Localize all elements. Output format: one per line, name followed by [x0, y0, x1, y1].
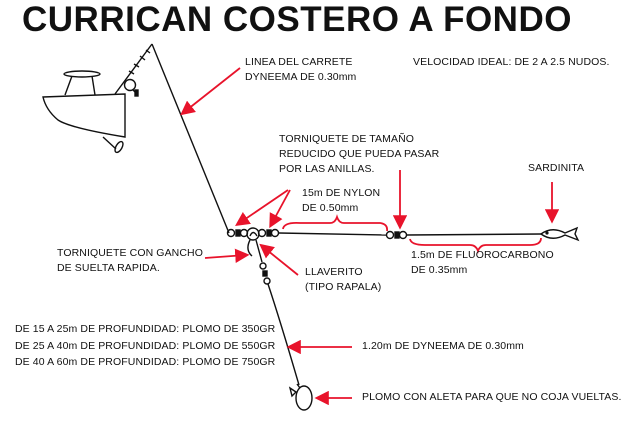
- annotation-arrows: [180, 67, 560, 406]
- page-title: CURRICAN COSTERO A FONDO: [22, 0, 572, 39]
- label-line: DE SUELTA RAPIDA.: [57, 262, 160, 274]
- label-line: LINEA DEL CARRETE: [245, 56, 353, 68]
- label-line: TORNIQUETE DE TAMAÑO: [279, 133, 415, 145]
- fluoro-leader: [406, 233, 542, 236]
- depth-row: DE 40 A 60m DE PROFUNDIDAD: PLOMO DE 750…: [15, 356, 276, 368]
- fishing-rod-icon: [114, 43, 153, 97]
- fluoro-label: 1.5m DE FLUOROCARBONO DE 0.35mm: [411, 248, 554, 278]
- depth-row: DE 15 A 25m DE PROFUNDIDAD: PLOMO DE 350…: [15, 323, 276, 335]
- small-swivel-label: TORNIQUETE DE TAMAÑO REDUCIDO QUE PUEDA …: [279, 132, 439, 177]
- bait-label: SARDINITA: [528, 162, 585, 174]
- swivels: [226, 227, 408, 241]
- speed-note: VELOCIDAD IDEAL: DE 2 A 2.5 NUDOS.: [413, 56, 610, 68]
- label-line: POR LAS ANILLAS.: [279, 163, 375, 175]
- split-ring-label: LLAVERITO (TIPO RAPALA): [305, 265, 381, 295]
- main-line-label: LINEA DEL CARRETE DYNEEMA DE 0.30mm: [245, 55, 356, 85]
- label-line: TORNIQUETE CON GANCHO: [57, 247, 203, 259]
- lead-weight-icon: [288, 383, 313, 411]
- depth-row: DE 25 A 40m DE PROFUNDIDAD: PLOMO DE 550…: [15, 339, 276, 352]
- snap-hook: [247, 239, 253, 257]
- snap-swivel-label: TORNIQUETE CON GANCHO DE SUELTA RAPIDA.: [57, 246, 203, 276]
- dropper-label: 1.20m DE DYNEEMA DE 0.30mm: [362, 340, 524, 352]
- main-line: [151, 43, 230, 234]
- depth-table: DE 15 A 25m DE PROFUNDIDAD: PLOMO DE 350…: [15, 321, 275, 371]
- boat-icon: [42, 70, 126, 154]
- nylon-label: 15m DE NYLON DE 0.50mm: [302, 186, 380, 216]
- label-line: DYNEEMA DE 0.30mm: [245, 71, 357, 83]
- weight-label: PLOMO CON ALETA PARA QUE NO COJA VUELTAS…: [362, 391, 622, 403]
- label-line: DE 0.50mm: [302, 202, 359, 214]
- label-line: LLAVERITO: [305, 266, 363, 278]
- label-line: (TIPO RAPALA): [305, 281, 382, 293]
- label-line: DE 0.35mm: [411, 264, 468, 276]
- dropper-line: [255, 239, 263, 263]
- label-line: 1.5m DE FLUOROCARBONO: [411, 249, 554, 261]
- nylon-leader: [278, 232, 387, 236]
- sardine-icon: [539, 226, 580, 242]
- label-line: 15m DE NYLON: [302, 187, 381, 199]
- label-line: REDUCIDO QUE PUEDA PASAR: [279, 148, 440, 160]
